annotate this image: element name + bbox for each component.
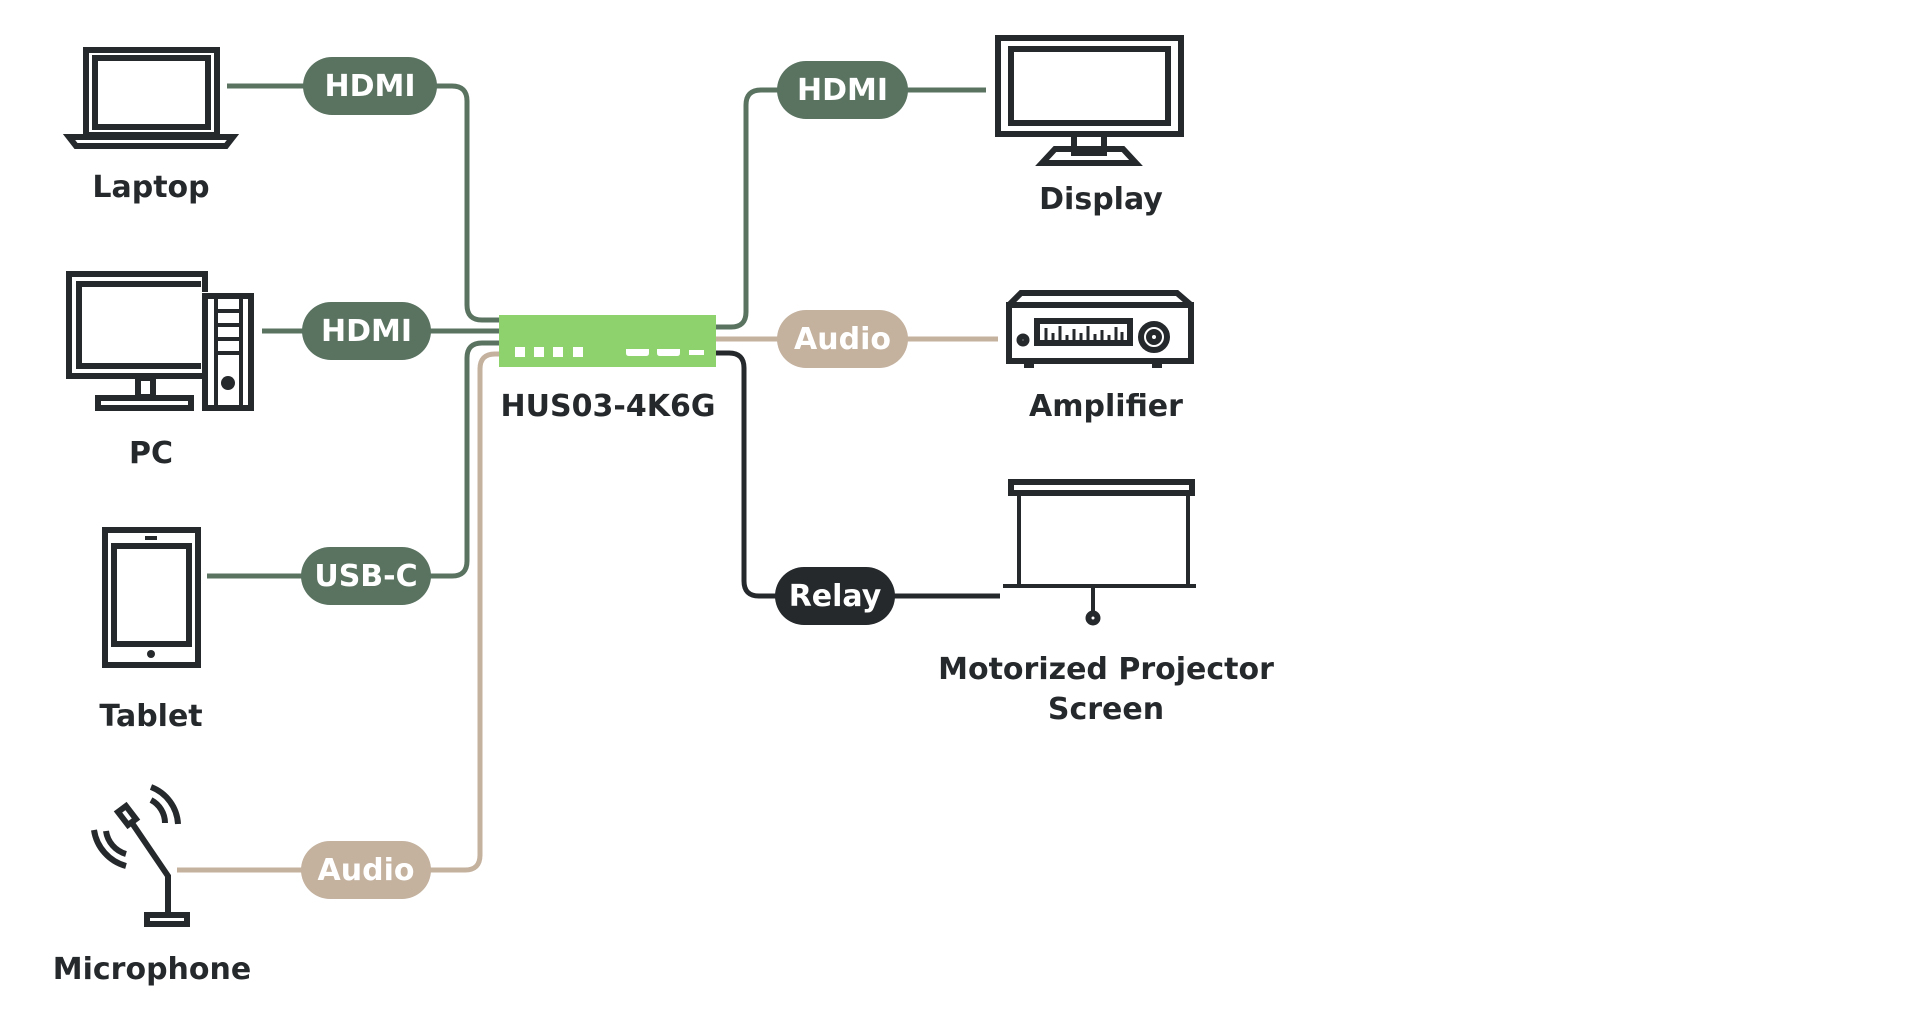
hub-device-body bbox=[499, 315, 716, 367]
connection-label: HDMI bbox=[796, 72, 889, 108]
connection-label: Relay bbox=[788, 578, 882, 614]
device-label-laptop: Laptop bbox=[92, 169, 210, 205]
projector-screen-icon bbox=[1003, 479, 1196, 626]
connection-label: HDMI bbox=[324, 68, 416, 104]
hub-port-square bbox=[573, 347, 583, 357]
hub-device bbox=[499, 315, 716, 367]
hub-port-hdmi bbox=[626, 349, 649, 356]
connection-badge-display-hdmi: HDMI bbox=[777, 61, 908, 119]
desktop-pc-icon bbox=[66, 271, 254, 411]
connection-badge-projector-relay: Relay bbox=[775, 567, 895, 625]
hub-port-hdmi bbox=[657, 349, 680, 356]
hub-port-square bbox=[534, 347, 544, 357]
device-label-microphone: Microphone bbox=[52, 951, 252, 987]
wire-display-hdmi bbox=[716, 87, 986, 330]
laptop-icon bbox=[62, 47, 240, 149]
connection-label: Audio bbox=[794, 321, 891, 357]
wire-tablet-usbc bbox=[207, 340, 500, 579]
hub-port-square bbox=[515, 347, 525, 357]
device-label-tablet: Tablet bbox=[99, 698, 203, 734]
connection-label: USB-C bbox=[314, 558, 418, 594]
wire-laptop-hdmi bbox=[227, 83, 500, 323]
hub-port-square bbox=[553, 347, 563, 357]
display-monitor-icon bbox=[995, 35, 1184, 166]
hub-port-small bbox=[689, 350, 704, 355]
wire-microphone-audio bbox=[177, 351, 500, 873]
amplifier-icon bbox=[1006, 290, 1194, 368]
device-label-projector-screen-line2: Screen bbox=[1047, 691, 1165, 727]
connection-badge-pc-hdmi: HDMI bbox=[302, 302, 431, 360]
connection-badge-laptop-hdmi: HDMI bbox=[303, 57, 437, 115]
device-label-display: Display bbox=[1039, 181, 1163, 217]
connection-badge-amplifier-audio: Audio bbox=[777, 310, 908, 368]
hub-label: HUS03-4K6G bbox=[500, 388, 716, 424]
connection-badge-tablet-usbc: USB-C bbox=[301, 547, 431, 605]
tablet-icon bbox=[102, 527, 201, 668]
device-label-amplifier: Amplifier bbox=[1029, 388, 1183, 424]
connection-label: HDMI bbox=[320, 313, 413, 349]
wire-projector-relay bbox=[716, 350, 1000, 599]
microphone-icon bbox=[91, 784, 190, 927]
connection-badge-microphone-audio: Audio bbox=[301, 841, 431, 899]
device-label-pc: PC bbox=[128, 435, 174, 471]
connection-label: Audio bbox=[317, 852, 415, 888]
device-label-projector-screen-line1: Motorized Projector bbox=[938, 651, 1274, 687]
